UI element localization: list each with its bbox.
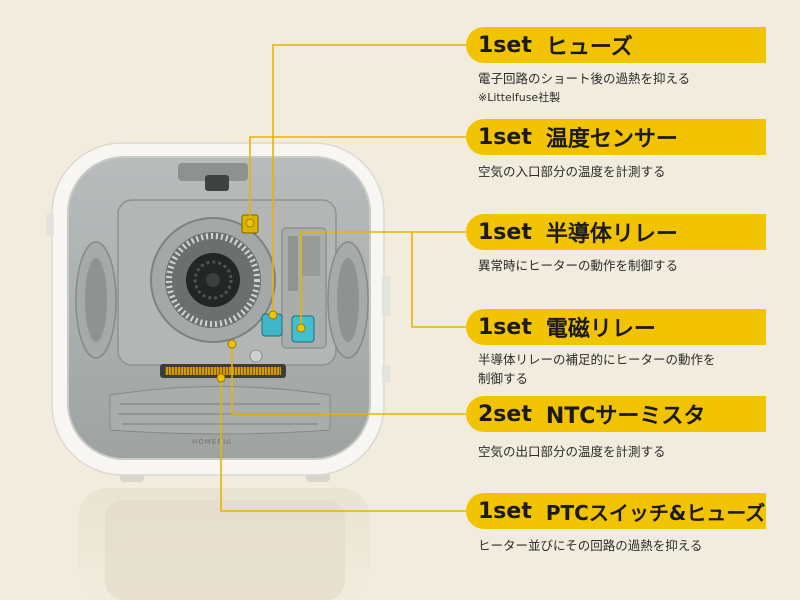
desc-line: 電子回路のショート後の過熱を抑える — [478, 71, 691, 86]
label-name: 電磁リレー — [545, 317, 656, 342]
label-qty: 1set — [478, 498, 532, 524]
ptc-heater — [160, 364, 286, 378]
manufacturer-note: ※Littelfuse社製 — [478, 91, 561, 104]
desc-line: 空気の入口部分の温度を計測する — [478, 164, 666, 179]
leader-line-electromagnetic-relay — [411, 232, 466, 328]
label-pill-electromagnetic-relay: 1set 電磁リレー — [466, 309, 766, 345]
label-name: 温度センサー — [545, 127, 678, 152]
desc-line: 半導体リレーの補足的にヒーターの動作を — [478, 352, 716, 367]
side-vent-right — [327, 241, 369, 359]
bottom-grill — [109, 386, 331, 435]
label-name: 半導体リレー — [545, 222, 678, 247]
label-pill-temperature-sensor: 1set 温度センサー — [466, 119, 766, 155]
label-name: PTCスイッチ&ヒューズ — [545, 500, 766, 525]
label-pill-ptc-switch-fuse: 1set PTCスイッチ&ヒューズ — [466, 493, 766, 529]
label-desc-ptc-switch-fuse: ヒーター並びにその回路の過熱を抑える — [478, 536, 788, 555]
label-name: NTCサーミスタ — [545, 404, 706, 429]
label-desc-ntc-thermistor: 空気の出口部分の温度を計測する — [478, 442, 788, 461]
desc-line: ヒーター並びにその回路の過熱を抑える — [478, 538, 703, 553]
leader-line-ntc-thermistor — [231, 344, 466, 415]
label-pill-ntc-thermistor: 2set NTCサーミスタ — [466, 396, 766, 432]
label-qty: 1set — [478, 124, 532, 150]
leader-line-semiconductor-relay — [300, 231, 466, 328]
leader-lines — [220, 44, 466, 512]
desc-line: 制御する — [478, 371, 529, 386]
brand-mark: HOMERIA — [192, 438, 232, 446]
leader-line-fuse — [272, 44, 466, 315]
label-qty: 1set — [478, 219, 532, 245]
desc-line: 異常時にヒーターの動作を制御する — [478, 258, 679, 273]
leader-line-temperature-sensor — [249, 136, 466, 223]
leader-line-ptc-switch — [220, 378, 466, 512]
label-qty: 1set — [478, 32, 532, 58]
label-name: ヒューズ — [545, 35, 633, 60]
label-pill-semiconductor-relay: 1set 半導体リレー — [466, 214, 766, 250]
leader-line-anchors — [216, 218, 306, 383]
side-vent-left — [75, 241, 117, 359]
blower-fan — [150, 217, 276, 343]
device-reflection — [78, 488, 370, 600]
label-desc-electromagnetic-relay: 半導体リレーの補足的にヒーターの動作を 制御する — [478, 350, 788, 388]
label-pill-fuse: 1set ヒューズ — [466, 27, 766, 63]
label-desc-fuse: 電子回路のショート後の過熱を抑える ※Littelfuse社製 — [478, 69, 788, 107]
label-qty: 2set — [478, 401, 532, 427]
desc-line: 空気の出口部分の温度を計測する — [478, 444, 666, 459]
label-qty: 1set — [478, 314, 532, 340]
label-desc-temperature-sensor: 空気の入口部分の温度を計測する — [478, 162, 788, 181]
label-desc-semiconductor-relay: 異常時にヒーターの動作を制御する — [478, 256, 788, 275]
